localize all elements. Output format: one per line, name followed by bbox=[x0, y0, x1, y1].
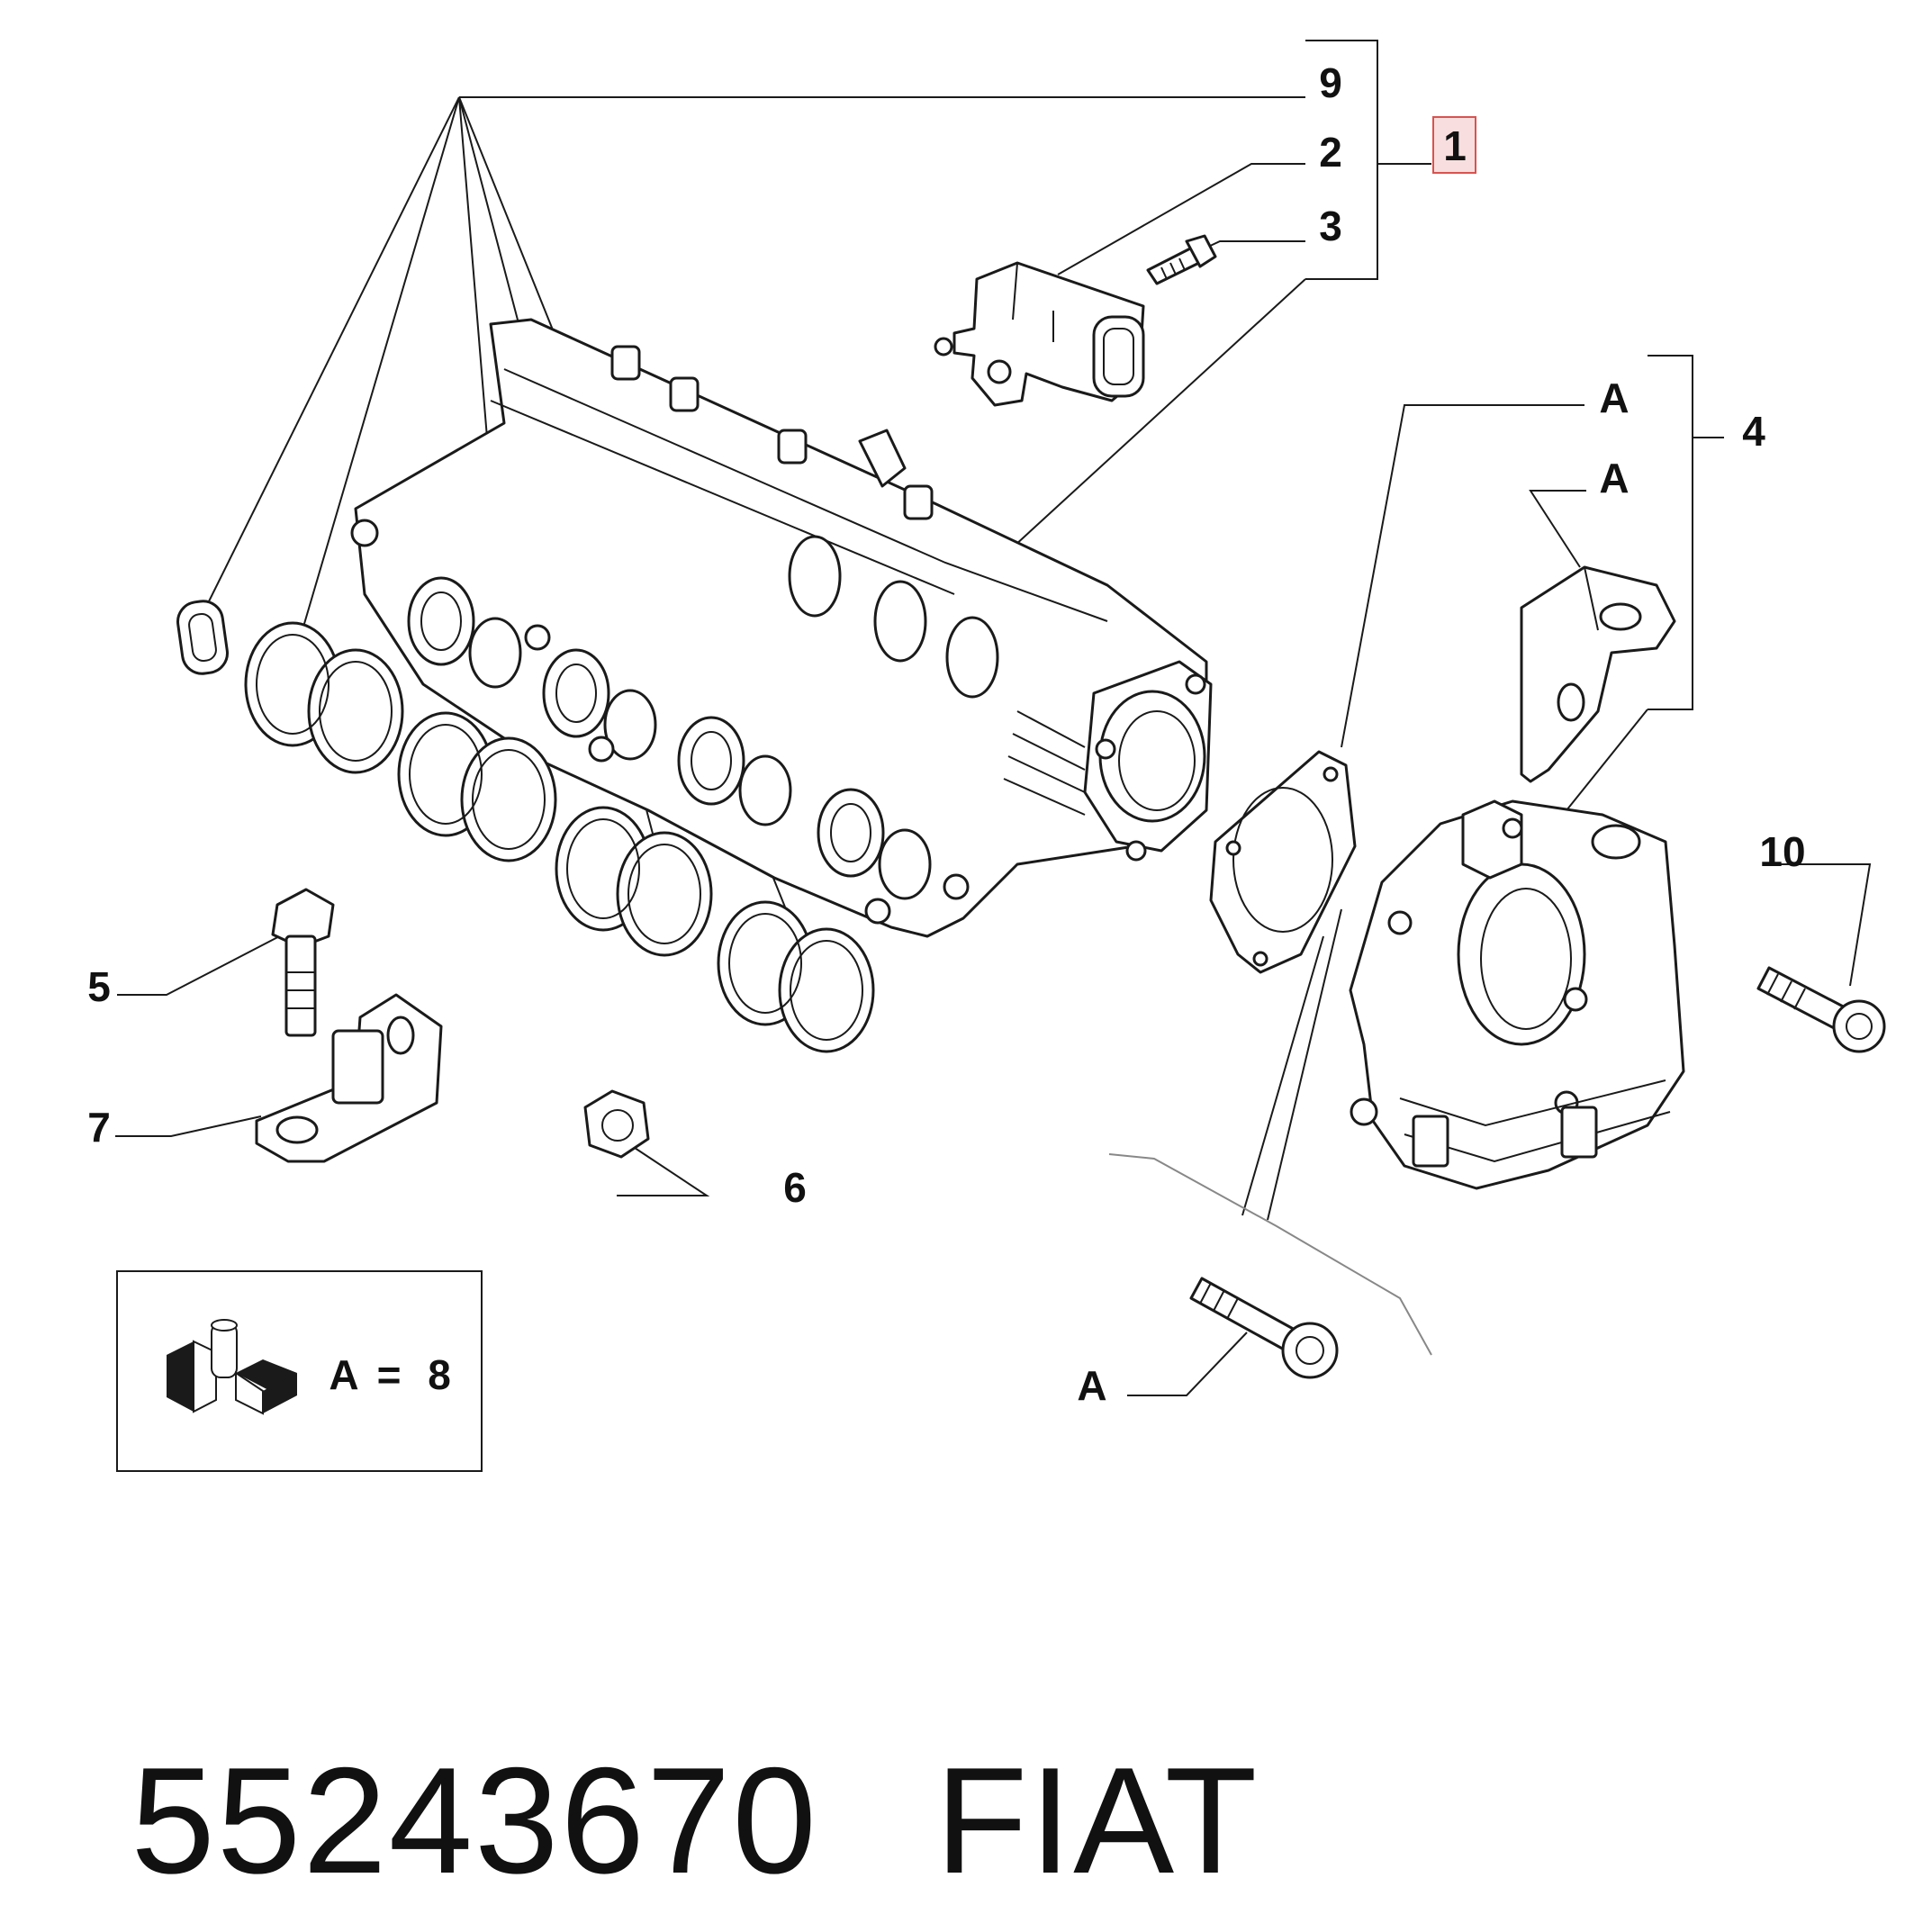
leader-lines bbox=[115, 40, 1872, 1396]
callout-1-highlight bbox=[1432, 116, 1476, 174]
callout-9: 9 bbox=[1319, 59, 1342, 106]
quantity-legend: A = 8 bbox=[116, 1270, 483, 1472]
callout-5: 5 bbox=[87, 963, 111, 1010]
exploded-parts-diagram: 9 2 3 1 A A 4 10 5 7 6 A A = 8 bbox=[87, 40, 1886, 1472]
bolt-5 bbox=[271, 888, 335, 1037]
legend-quantity: 8 bbox=[428, 1351, 451, 1398]
intake-manifold bbox=[350, 318, 1213, 938]
callout-7: 7 bbox=[87, 1104, 111, 1151]
callout-10: 10 bbox=[1759, 828, 1805, 875]
manifold-gaskets bbox=[176, 600, 875, 1053]
callout-A-bolt: A bbox=[1077, 1362, 1106, 1409]
callout-2: 2 bbox=[1319, 129, 1342, 176]
legend-equals: = bbox=[377, 1351, 402, 1398]
callout-1[interactable]: 1 bbox=[1443, 122, 1467, 169]
callout-6: 6 bbox=[783, 1164, 807, 1211]
part-number: 55243670 bbox=[131, 1736, 818, 1905]
bolt-10 bbox=[1756, 966, 1886, 1053]
callout-A-gasket: A bbox=[1599, 375, 1629, 421]
bracket-7 bbox=[255, 993, 443, 1163]
throttle-bracket bbox=[1520, 565, 1676, 783]
section-cut-lines bbox=[1108, 1153, 1432, 1356]
callout-labels: 9 2 3 1 A A 4 10 5 7 6 A bbox=[87, 59, 1805, 1409]
callout-4: 4 bbox=[1742, 408, 1765, 455]
legend-letter: A bbox=[329, 1351, 358, 1398]
bolt-a bbox=[1189, 1277, 1339, 1379]
brand-name: FIAT bbox=[934, 1736, 1259, 1905]
map-sensor bbox=[934, 261, 1145, 407]
callout-A-bracket: A bbox=[1599, 455, 1629, 501]
throttle-body bbox=[1349, 799, 1685, 1190]
callout-3: 3 bbox=[1319, 203, 1342, 249]
throttle-gasket bbox=[1209, 750, 1357, 974]
nut-6 bbox=[583, 1089, 650, 1159]
screw-small bbox=[1146, 234, 1217, 285]
parts-package-icon bbox=[167, 1319, 297, 1415]
